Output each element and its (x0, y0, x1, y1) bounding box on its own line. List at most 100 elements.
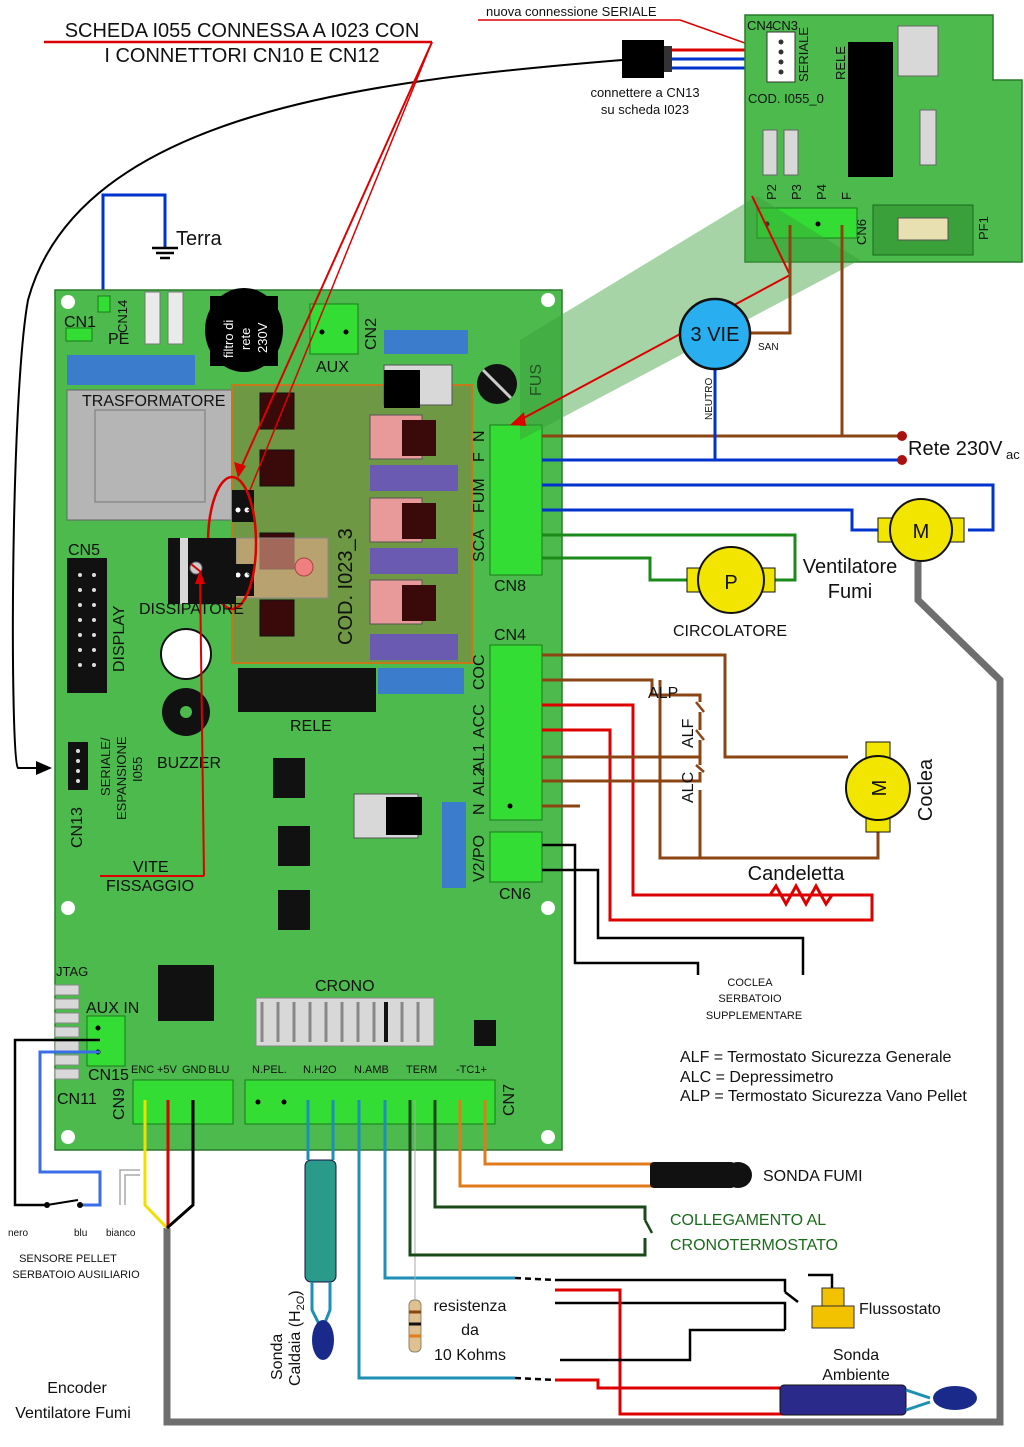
i055-pf1-label: PF1 (976, 216, 991, 240)
i055-cn3-label: CN3 (772, 18, 798, 33)
cn4-pin-coc: COC (471, 654, 488, 690)
boiler-probe-body (304, 1159, 337, 1283)
boiler-probe-line1: Sonda (269, 1334, 286, 1380)
smoke-probe-label: SONDA FUMI (763, 1168, 863, 1185)
mains-label: Rete 230V (908, 438, 1003, 460)
legend-alp: ALP = Termostato Sicurezza Vano Pellet (680, 1088, 967, 1105)
title-line-1: SCHEDA I055 CONNESSA A I023 CON (65, 20, 420, 42)
cn4-pin-n: N (471, 803, 488, 815)
cn9-label: CN9 (111, 1088, 128, 1120)
boiler-probe-end: ) (287, 1290, 304, 1295)
crono-link-line1: COLLEGAMENTO AL (670, 1212, 826, 1229)
cn4-pin-al2: AL2 (471, 767, 488, 796)
fan-label-line1: Ventilatore (803, 556, 898, 578)
i055-code-label: COD. I055_0 (748, 91, 824, 106)
encoder-line1: Encoder (47, 1380, 107, 1397)
cn11-label: CN11 (57, 1091, 97, 1108)
filter-line1: filtro di (221, 320, 236, 358)
cn9-pin-blu: BLU (208, 1064, 229, 1076)
serial-cable-arrowhead (36, 761, 52, 775)
flow-switch: Flussostato (811, 1287, 941, 1329)
cn8-pin-f: F (471, 452, 488, 462)
dissipatore-label: DISSIPATORE (139, 601, 244, 618)
serial-plug (622, 40, 664, 78)
cn7-connector (244, 1079, 496, 1125)
pellet-sensor-line1: SENSORE PELLET (19, 1253, 117, 1265)
resistor-line2: da (461, 1322, 479, 1339)
i055-seriale-label: SERIALE (796, 27, 811, 82)
alp-label: ALP (648, 685, 678, 702)
cn7-pin-tc1: -TC1+ (456, 1064, 487, 1076)
aux-connector (309, 303, 359, 355)
board-i055: CN4 CN3 SERIALE RELE COD. I055_0 P2 P3 P… (744, 14, 1023, 263)
fus-label: FUS (528, 364, 545, 396)
ambient-probe-line1: Sonda (833, 1347, 879, 1364)
i055-cn6-connector (756, 207, 858, 239)
glow-plug-label: Candeletta (748, 863, 846, 885)
pump-symbol: P (724, 572, 737, 594)
cn8-connector (489, 424, 543, 576)
pellet-sensor-line2: SERBATOIO AUSILIARIO (12, 1269, 140, 1281)
new-serial-connection-label: nuova connessione SERIALE (486, 4, 657, 19)
cn8-pin-sca: SCA (471, 529, 488, 562)
glow-plug: Candeletta (748, 863, 846, 908)
legend-alc: ALC = Depressimetro (680, 1069, 833, 1086)
cn7-pin-npel: N.PEL. (252, 1064, 287, 1076)
cn4-connector (489, 644, 543, 821)
cn9-connector (132, 1079, 234, 1125)
aux-auger-line1: COCLEA (727, 977, 773, 989)
cn7-wiring: SONDA FUMI COLLEGAMENTO AL CRONOTERMOSTA… (304, 1100, 863, 1382)
cn2-label: CN2 (363, 318, 380, 350)
main-relay (238, 668, 376, 712)
serial-cable-to-cn13 (11, 59, 623, 769)
resistor-line3: 10 Kohms (434, 1347, 506, 1364)
fan-motor-symbol: M (913, 521, 930, 543)
cn7-pin-nh2o: N.H2O (303, 1064, 337, 1076)
cn14-label: CN14 (115, 300, 130, 333)
flow-switch-label: Flussostato (859, 1301, 941, 1318)
resistor-line1: resistenza (434, 1298, 507, 1315)
cn9-pin-gnd: GND (182, 1064, 207, 1076)
auger-motor-symbol: M (869, 780, 891, 797)
i055-component-top (897, 25, 939, 77)
serial-exp-line2: ESPANSIONE (114, 736, 129, 820)
crono-module (255, 997, 435, 1047)
cn8-pin-fum: FUM (471, 478, 488, 513)
cn7-pin-term: TERM (406, 1064, 437, 1076)
cn6-connector (489, 831, 543, 883)
cn4-label: CN4 (494, 627, 526, 644)
cn4-wiring (542, 653, 880, 975)
i055-relay (848, 42, 893, 177)
cn6-label: CN6 (499, 886, 531, 903)
microcontroller (158, 965, 214, 1021)
pump-label: CIRCOLATORE (673, 623, 787, 640)
i023-code-label: COD. I023_3 (335, 528, 357, 645)
aux-in-label: AUX IN (86, 1000, 139, 1017)
boiler-probe-text: Caldaia (H (287, 1310, 304, 1386)
screw-line1: VITE (133, 859, 169, 876)
i055-cn4-label: CN4 (747, 18, 773, 33)
aux-auger-note: COCLEA SERBATOIO SUPPLEMENTARE (706, 977, 802, 1022)
ground-label: Terra (176, 228, 222, 250)
legend-alf: ALF = Termostato Sicurezza Generale (680, 1049, 951, 1066)
cn13-header (68, 742, 88, 790)
wire-blu-label: blu (74, 1228, 87, 1239)
board-i023: CN1 CN14 PE filtro di rete 230V AUX CN2 … (54, 288, 563, 1151)
auger-motor: M Coclea (845, 741, 937, 833)
mains-wiring: Rete 230V ac (542, 225, 1020, 465)
valve-neutro-label: NEUTRO (704, 378, 715, 420)
i055-p2-label: P2 (764, 184, 779, 200)
cn13-label: CN13 (69, 807, 86, 848)
circulator-pump: P CIRCOLATORE (673, 546, 787, 640)
crono-link-line2: CRONOTERMOSTATO (670, 1237, 838, 1254)
resistor-label: resistenza da 10 Kohms (434, 1298, 507, 1364)
smoke-probe-body (650, 1162, 735, 1188)
connect-cn13-line2: su scheda I023 (601, 102, 689, 117)
cn4-pin-acc: ACC (471, 704, 488, 738)
alc-label: ALC (680, 772, 697, 803)
i055-fuse (897, 217, 949, 241)
three-way-valve: 3 VIE SAN NEUTRO (678, 297, 779, 420)
boiler-probe-line2: Caldaia (H2O) (287, 1290, 307, 1386)
transformer-label: TRASFORMATORE (82, 393, 225, 410)
i055-p4-label: P4 (814, 184, 829, 200)
